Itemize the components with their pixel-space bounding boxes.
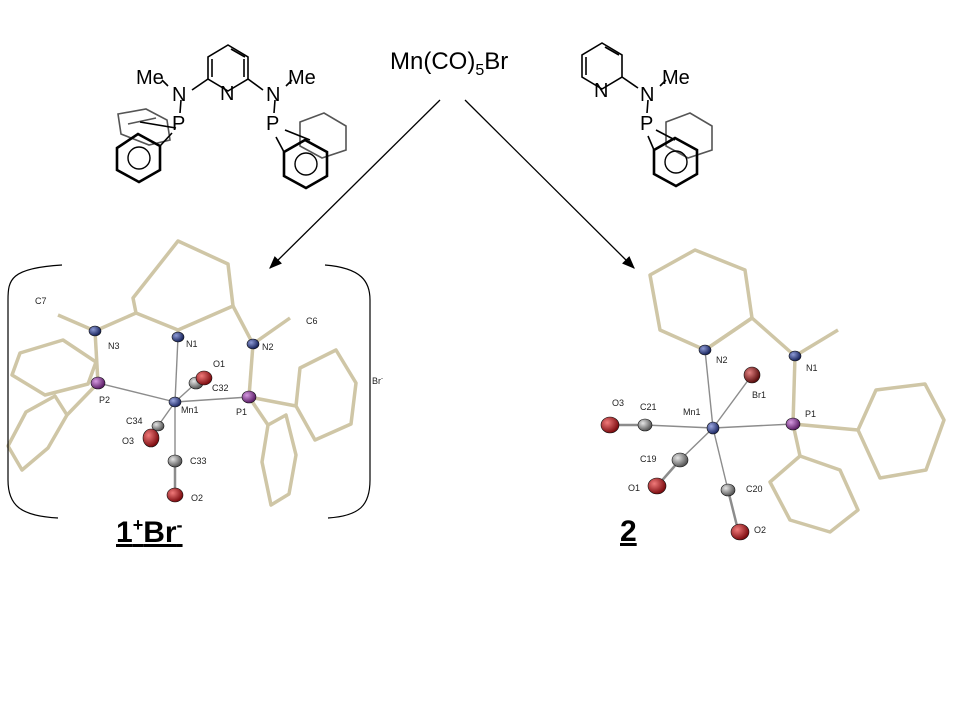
reagent-label: Mn(CO)5Br (390, 48, 508, 80)
atom-mn1 (168, 396, 182, 408)
atom2-o2 (730, 523, 750, 541)
compound-2-label: 2 (620, 515, 637, 548)
n-right-label: N (266, 84, 280, 106)
atom2-mn1 (706, 421, 720, 435)
complex1-atom-labels: C7 N3 N1 N2 C6 O1 P2 C32 Mn1 P1 C34 O3 C… (35, 296, 318, 503)
label2-n2: N2 (716, 355, 728, 365)
label2-mn1: Mn1 (683, 407, 701, 417)
label2-o2: O2 (754, 525, 766, 535)
label-o3: O3 (122, 436, 134, 446)
atom-n3 (88, 325, 102, 337)
label2-c19: C19 (640, 454, 657, 464)
label-c7: C7 (35, 296, 47, 306)
label-p1: P1 (236, 407, 247, 417)
atom-n1 (171, 331, 185, 343)
label-o1: O1 (213, 359, 225, 369)
p-right-label: P (266, 113, 279, 135)
reaction-arrow-right (464, 99, 635, 269)
compound-1-label: 1+Br- (116, 515, 183, 550)
atom2-c20 (720, 483, 736, 497)
atom-c33 (167, 454, 183, 468)
label-n1: N1 (186, 339, 198, 349)
atom-n2 (246, 338, 260, 350)
label-c6: C6 (306, 316, 318, 326)
atom-o3 (142, 428, 160, 448)
label2-o3: O3 (612, 398, 624, 408)
bracket-right (324, 264, 371, 519)
atom2-c21 (637, 418, 653, 432)
label-n3: N3 (108, 341, 120, 351)
n-left-label: N (172, 84, 186, 106)
complex1-bonds (6, 239, 358, 507)
atom2-br1 (743, 366, 761, 384)
label2-o1: O1 (628, 483, 640, 493)
reagent-suffix: Br (484, 48, 509, 75)
p-left-label: P (172, 113, 185, 135)
complex2-atom-labels: O3 C21 Mn1 N2 N1 Br1 P1 C19 O1 C20 O2 (612, 355, 818, 535)
label2-c20: C20 (746, 484, 763, 494)
label2-c21: C21 (640, 402, 657, 412)
complex2-metal-bonds (612, 349, 794, 531)
complex1-atoms (88, 325, 260, 503)
atom2-n2 (698, 344, 712, 356)
atom2-n1 (788, 350, 802, 362)
atom2-p1 (785, 417, 801, 431)
label-o2: O2 (191, 493, 203, 503)
atom2-c19 (671, 452, 689, 468)
atom-c34 (151, 420, 165, 432)
compound-1-anion-charge: - (176, 515, 183, 535)
reagent-formula: Mn(CO) (390, 48, 476, 75)
label-c33: C33 (190, 456, 207, 466)
complex1-metal-bonds (97, 336, 250, 495)
compound-1-charge: + (132, 515, 144, 535)
n-pyridine-right-label: N (594, 80, 608, 102)
label-c32: C32 (212, 383, 229, 393)
label-c34: C34 (126, 416, 143, 426)
atom2-o1 (647, 477, 667, 495)
me-left-label: Me (136, 67, 164, 89)
me-right-label: Me (288, 67, 316, 89)
bracket-left (7, 264, 63, 519)
atom-o1 (195, 370, 213, 386)
label2-p1: P1 (805, 409, 816, 419)
n-pyridine-label: N (220, 83, 234, 105)
label-n2: N2 (262, 342, 274, 352)
reaction-arrow-left (269, 99, 441, 269)
reagent-subscript: 5 (475, 61, 485, 79)
me-ligand-right-label: Me (662, 67, 690, 89)
ligand-right-structure (581, 42, 713, 188)
complex2-atoms (600, 344, 802, 541)
label2-n1: N1 (806, 363, 818, 373)
label2-br1: Br1 (752, 390, 766, 400)
label-p2: P2 (99, 395, 110, 405)
counterion-label: Br- (372, 376, 383, 386)
atom-o2 (166, 487, 184, 503)
compound-1-number: 1 (116, 516, 133, 549)
n-amine-right-label: N (640, 84, 654, 106)
label-mn1: Mn1 (181, 405, 199, 415)
complex2-bonds (648, 248, 946, 534)
ligand-left-structure (115, 44, 347, 190)
atom2-o3 (600, 416, 620, 434)
p-ligand-right-label: P (640, 113, 653, 135)
atom-p1 (241, 390, 257, 404)
atom-p2 (90, 376, 106, 390)
compound-1-anion: Br (143, 516, 177, 549)
